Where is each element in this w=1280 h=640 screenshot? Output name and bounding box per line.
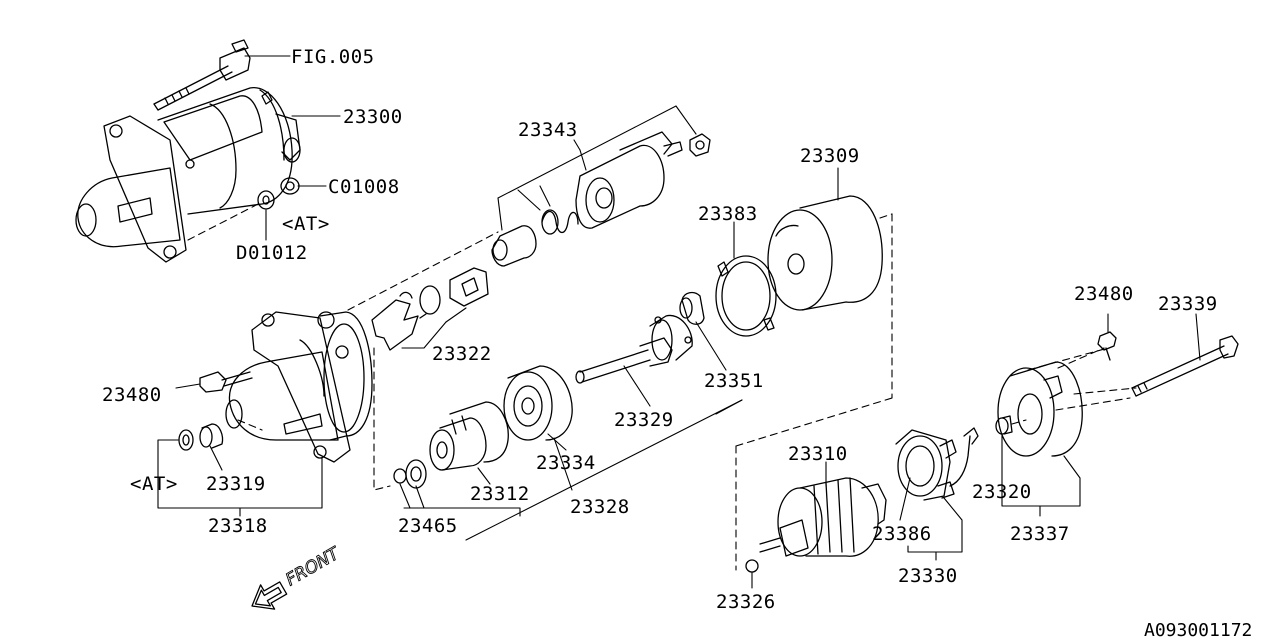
label-at-top: <AT> bbox=[282, 213, 330, 235]
label-23480-right: 23480 bbox=[1074, 283, 1134, 305]
lever-pad-part bbox=[449, 267, 489, 307]
yoke-part bbox=[767, 195, 883, 311]
end-frame-part bbox=[997, 361, 1083, 457]
starter-assembly-part bbox=[75, 87, 301, 263]
at-ring-part bbox=[178, 429, 194, 451]
washer-d01012-part bbox=[257, 190, 275, 210]
label-23312: 23312 bbox=[470, 483, 530, 505]
label-23465: 23465 bbox=[398, 515, 458, 537]
label-23480-left: 23480 bbox=[102, 384, 162, 406]
bush-23320-part bbox=[995, 415, 1013, 435]
label-23339: 23339 bbox=[1158, 293, 1218, 315]
armature-part bbox=[759, 477, 887, 557]
bolt-23480-left-part bbox=[199, 371, 253, 393]
solenoid-spring-part bbox=[541, 209, 579, 235]
internal-gear-part bbox=[503, 365, 573, 441]
label-23319: 23319 bbox=[206, 473, 266, 495]
label-23326: 23326 bbox=[716, 591, 776, 613]
label-c01008: C01008 bbox=[328, 176, 400, 198]
ball-23326-part bbox=[745, 559, 759, 573]
gear-bush-part bbox=[679, 291, 705, 325]
label-23320: 23320 bbox=[972, 481, 1032, 503]
lever-seal-part bbox=[419, 285, 441, 315]
label-at-bottom: <AT> bbox=[130, 473, 178, 495]
label-23334: 23334 bbox=[536, 452, 596, 474]
brush-holder-part bbox=[895, 427, 979, 501]
label-23383: 23383 bbox=[698, 203, 758, 225]
front-arrow-icon bbox=[251, 581, 288, 610]
through-bolt-part bbox=[1131, 335, 1239, 397]
label-d01012: D01012 bbox=[236, 242, 308, 264]
label-23300: 23300 bbox=[343, 106, 403, 128]
stop-collar-part bbox=[393, 459, 427, 489]
label-23318: 23318 bbox=[208, 515, 268, 537]
shift-lever-part bbox=[371, 291, 427, 351]
stud-bolt-part bbox=[153, 39, 251, 111]
label-23330: 23330 bbox=[898, 565, 958, 587]
bolt-23480-right-part bbox=[1097, 331, 1117, 361]
label-23329: 23329 bbox=[614, 409, 674, 431]
label-23328: 23328 bbox=[570, 496, 630, 518]
pinion-shaft-part bbox=[575, 314, 693, 384]
solenoid-nut-part bbox=[689, 133, 711, 157]
label-23309: 23309 bbox=[800, 145, 860, 167]
bush-23319-part bbox=[199, 423, 224, 449]
front-label: FRONT bbox=[283, 543, 345, 590]
nut-c01008-part bbox=[280, 177, 300, 195]
solenoid-switch-part bbox=[575, 131, 683, 229]
label-23322: 23322 bbox=[432, 343, 492, 365]
seal-ring-part bbox=[715, 255, 777, 337]
label-23337: 23337 bbox=[1010, 523, 1070, 545]
overrunning-clutch-part bbox=[429, 401, 509, 471]
label-23310: 23310 bbox=[788, 443, 848, 465]
figure-id: A093001172 bbox=[1144, 620, 1252, 640]
label-23343: 23343 bbox=[518, 119, 578, 141]
label-23386: 23386 bbox=[872, 523, 932, 545]
drive-housing-part bbox=[225, 311, 373, 463]
plunger-part bbox=[491, 225, 537, 267]
label-23351: 23351 bbox=[704, 370, 764, 392]
label-fig005: FIG.005 bbox=[291, 46, 375, 68]
